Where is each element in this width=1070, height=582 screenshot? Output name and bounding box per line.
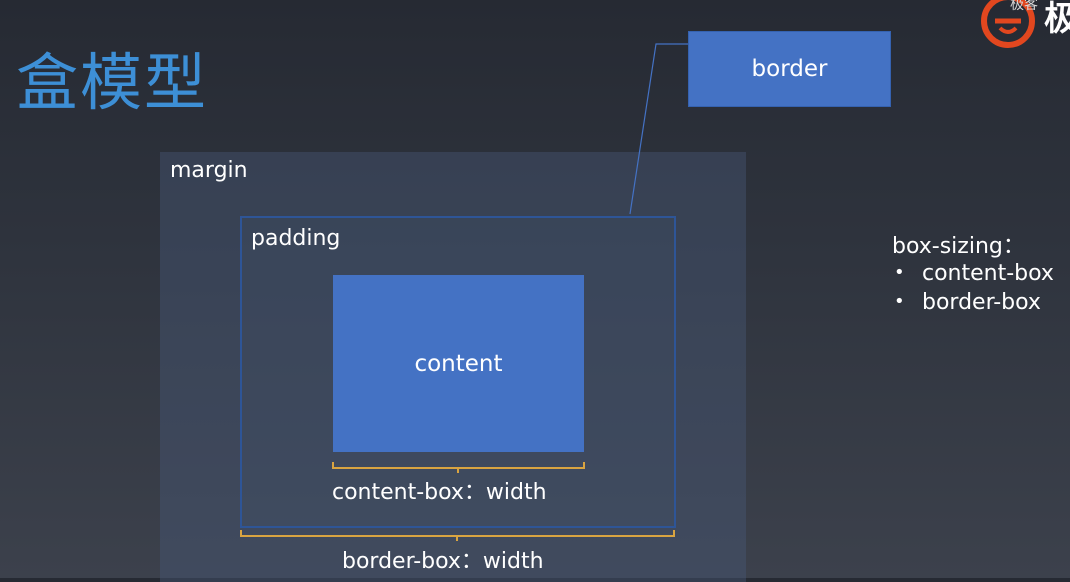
border-box-width-bracket bbox=[240, 530, 675, 541]
content-box: content bbox=[333, 275, 584, 452]
border-label: border bbox=[751, 56, 828, 82]
content-box-width-label: content-box：width bbox=[332, 480, 547, 505]
content-width-bracket bbox=[332, 462, 585, 473]
logo-small-text: 极客 bbox=[1010, 0, 1038, 13]
padding-label: padding bbox=[251, 226, 341, 251]
bullet-icon: • bbox=[894, 262, 905, 283]
border-connector-line bbox=[629, 43, 688, 215]
box-sizing-list: • content-box • border-box bbox=[892, 263, 1054, 321]
list-item: • content-box bbox=[892, 263, 1054, 292]
box-sizing-option-border-box: border-box bbox=[922, 290, 1041, 315]
logo-text: 极 bbox=[1044, 0, 1070, 39]
box-sizing-panel: box-sizing： • content-box • border-box bbox=[892, 236, 1054, 321]
content-label: content bbox=[414, 350, 503, 377]
margin-label: margin bbox=[170, 158, 248, 183]
bullet-icon: • bbox=[894, 291, 905, 312]
list-item: • border-box bbox=[892, 292, 1054, 321]
box-sizing-option-content-box: content-box bbox=[922, 261, 1054, 286]
slide-title: 盒模型 bbox=[16, 46, 209, 119]
geek-logo-icon bbox=[981, 0, 1035, 48]
box-sizing-title: box-sizing： bbox=[892, 234, 1025, 259]
border-label-box: border bbox=[688, 31, 891, 107]
border-box-width-label: border-box：width bbox=[342, 549, 544, 574]
